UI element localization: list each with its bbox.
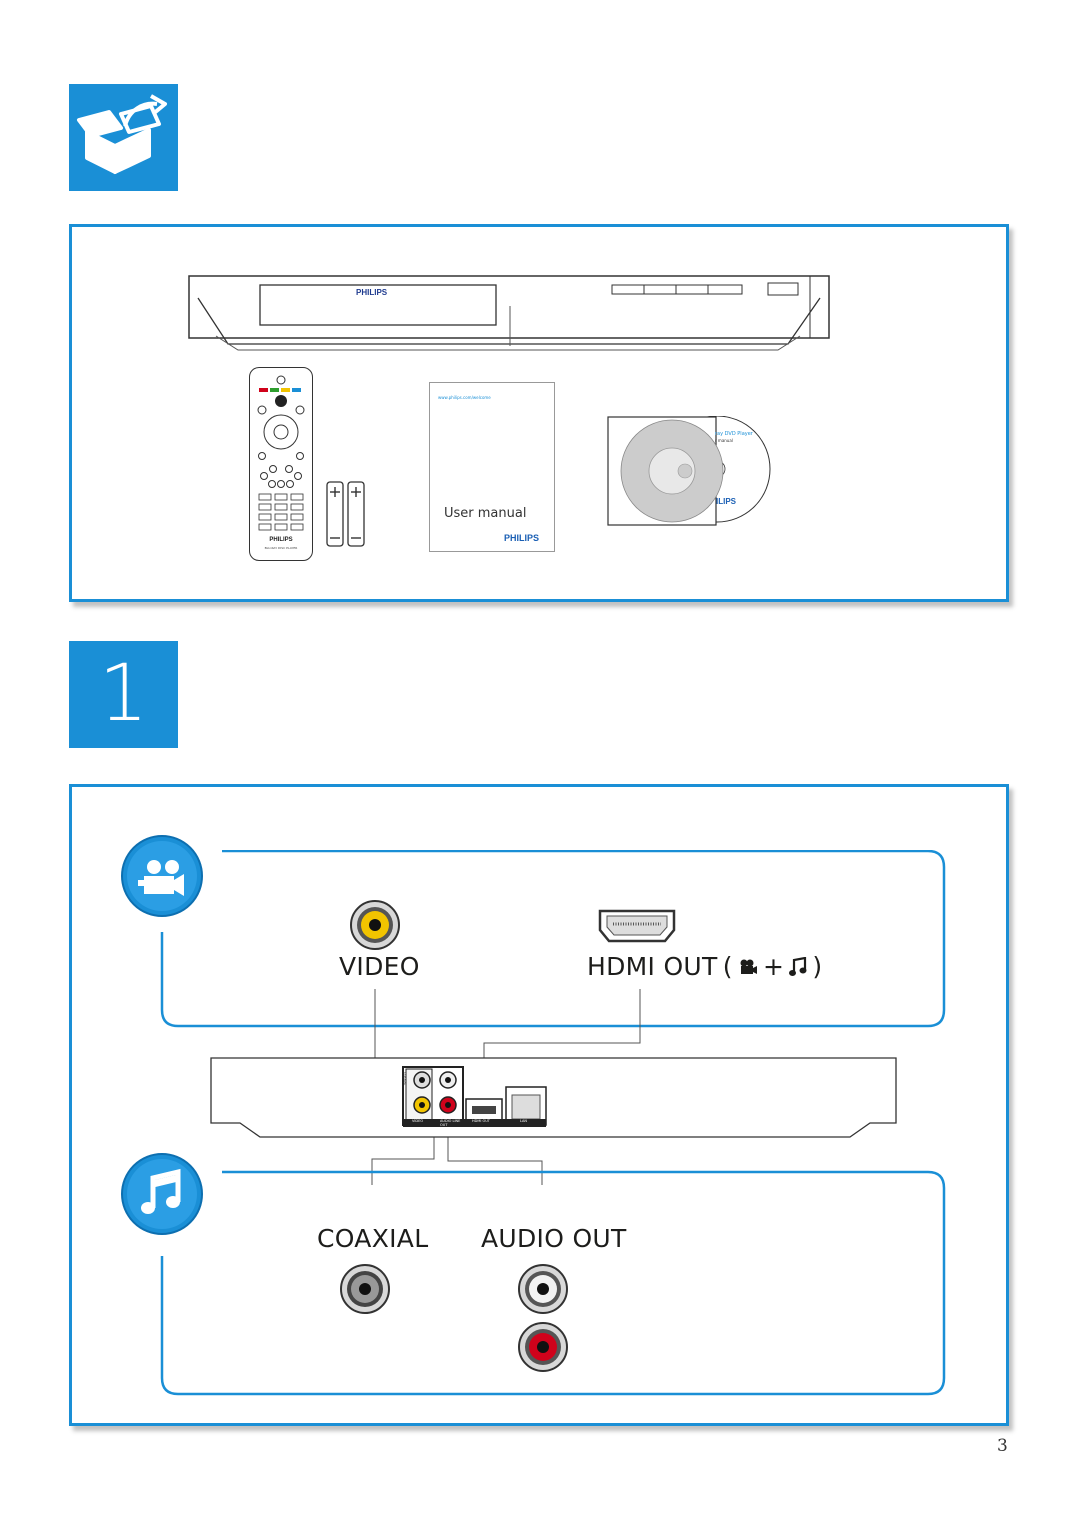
open-box-icon — [77, 94, 167, 174]
manual-url: www.philips.com/welcome — [438, 395, 491, 400]
audio-left-white-jack-icon — [518, 1264, 568, 1314]
remote-buttons-icon — [257, 375, 305, 531]
hdmi-out-label-group: HDMI OUT ( + ) — [587, 952, 822, 982]
disc-title: ray DVD Player — [715, 431, 753, 437]
hdmi-paren-close: ) — [812, 952, 823, 981]
disc-subtitle: r manual — [715, 438, 733, 443]
music-note-icon — [121, 1153, 203, 1235]
remote-brand-logo: PHILIPS — [269, 537, 293, 543]
hdmi-plus: + — [762, 952, 785, 981]
video-camera-icon — [121, 835, 203, 917]
rear-label-video: VIDEO — [412, 1119, 424, 1123]
user-manual-booklet: www.philips.com/welcome User manual PHIL… — [429, 382, 555, 552]
rear-label-hdmi: HDMI OUT — [472, 1119, 490, 1123]
disc-sleeve-illustration — [607, 416, 771, 526]
page-number: 3 — [997, 1436, 1008, 1456]
manual-brand-logo: PHILIPS — [504, 533, 540, 543]
video-label: VIDEO — [339, 952, 420, 981]
hdmi-connector-icon — [598, 909, 676, 943]
video-camera-small-icon — [740, 959, 757, 974]
coaxial-label: COAXIAL — [317, 1224, 429, 1253]
remote-control-illustration: PHILIPS BLU-RAY DISC PLAYER — [249, 367, 313, 561]
rear-label-audio: AUDIO LINE OUT — [440, 1119, 461, 1127]
video-section-frame — [160, 850, 946, 1028]
music-note-small-icon — [789, 956, 807, 976]
video-jack-icon — [350, 900, 400, 950]
rear-label-coax: COAXIAL — [403, 1072, 407, 1086]
batteries-icon — [326, 481, 365, 547]
hdmi-paren-open: ( — [722, 952, 733, 981]
coaxial-jack-icon — [340, 1264, 390, 1314]
box-contents-icon-tile — [69, 84, 178, 191]
step-number: 1 — [69, 641, 178, 748]
audio-out-label: AUDIO OUT — [481, 1224, 627, 1253]
manual-title: User manual — [444, 506, 527, 521]
hdmi-out-label: HDMI OUT — [587, 952, 718, 981]
remote-model-label: BLU-RAY DISC PLAYER — [264, 546, 298, 550]
player-front-illustration — [188, 275, 830, 351]
player-brand-logo: PHILIPS — [356, 288, 388, 297]
audio-section-frame — [160, 1170, 946, 1396]
rear-label-lan: LAN — [520, 1119, 528, 1123]
audio-right-red-jack-icon — [518, 1322, 568, 1372]
disc-brand-logo: ILIPS — [716, 497, 737, 506]
player-rear-panel — [210, 1057, 897, 1138]
